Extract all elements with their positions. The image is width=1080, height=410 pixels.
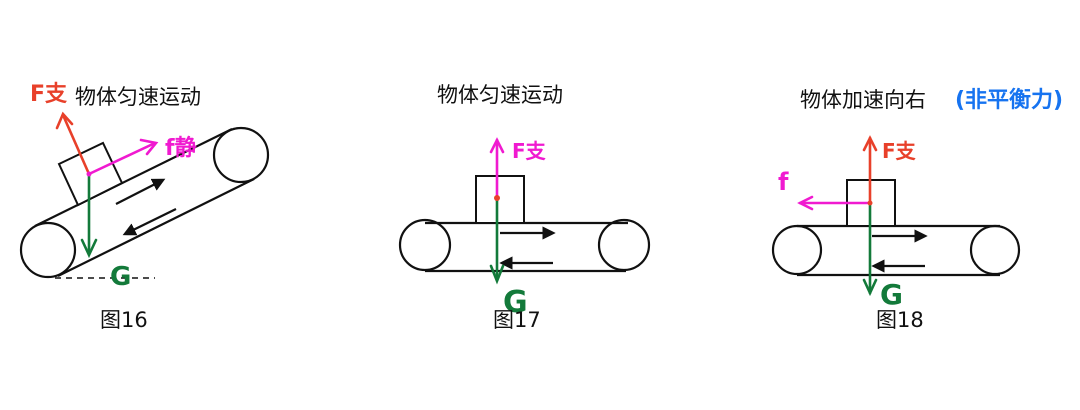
figure-16-caption: 图16 (100, 308, 148, 332)
belt-direction-arrows (871, 229, 928, 273)
figure-18: 物体加速向右 (非平衡力) F支 f G 图18 (771, 87, 1063, 332)
belt-arrow-up-icon (115, 178, 166, 205)
gravity-label: G (110, 262, 131, 292)
belt-roller-right (969, 224, 1021, 276)
force-gravity-fig16 (80, 172, 98, 259)
unbalanced-force-annotation: (非平衡力) (955, 87, 1063, 113)
block (475, 175, 525, 224)
gravity-label: G (503, 285, 528, 320)
belt-direction-arrows (499, 226, 556, 270)
gravity-label: G (880, 278, 903, 311)
figure-17-caption: 图17 (493, 308, 541, 332)
belt-top-line (34, 128, 233, 227)
friction-force-label: f静 (165, 135, 197, 161)
support-force-label: F支 (512, 139, 547, 163)
force-support-fig16 (55, 111, 91, 176)
conveyor-belt-horizontal (398, 218, 651, 273)
force-gravity-fig17 (489, 196, 505, 285)
support-force-label: F支 (882, 139, 917, 163)
force-friction-fig18 (797, 195, 872, 211)
friction-force-label: f (778, 168, 789, 196)
figure-17: 物体匀速运动 F支 G 图17 (398, 83, 651, 332)
figure-17-title: 物体匀速运动 (437, 83, 563, 107)
belt-roller-right (212, 126, 270, 184)
belt-arrow-down-icon (122, 208, 177, 236)
support-force-label: F支 (30, 82, 68, 107)
force-support-fig18 (862, 135, 878, 205)
figure-16-title: 物体匀速运动 (75, 85, 201, 109)
force-gravity-fig18 (862, 201, 878, 297)
belt-bottom-line (57, 178, 255, 277)
belt-direction-arrows (115, 178, 177, 236)
force-support-fig17 (489, 137, 505, 200)
center-of-mass-dot (86, 171, 92, 177)
figure-18-title: 物体加速向右 (800, 88, 926, 112)
figure-16: 物体匀速运动 F支 f静 (19, 82, 270, 332)
figure-18-caption: 图18 (876, 308, 924, 332)
conveyor-belt-inclined (19, 126, 270, 279)
force-friction-fig16 (87, 138, 159, 176)
belt-roller-left (398, 218, 452, 272)
center-of-mass-dot (867, 200, 873, 206)
belt-roller-right (597, 218, 651, 272)
center-of-mass-dot (494, 195, 500, 201)
belt-roller-left (771, 224, 823, 276)
belt-roller-left (19, 221, 77, 279)
conveyor-belt-horizontal (771, 224, 1021, 277)
